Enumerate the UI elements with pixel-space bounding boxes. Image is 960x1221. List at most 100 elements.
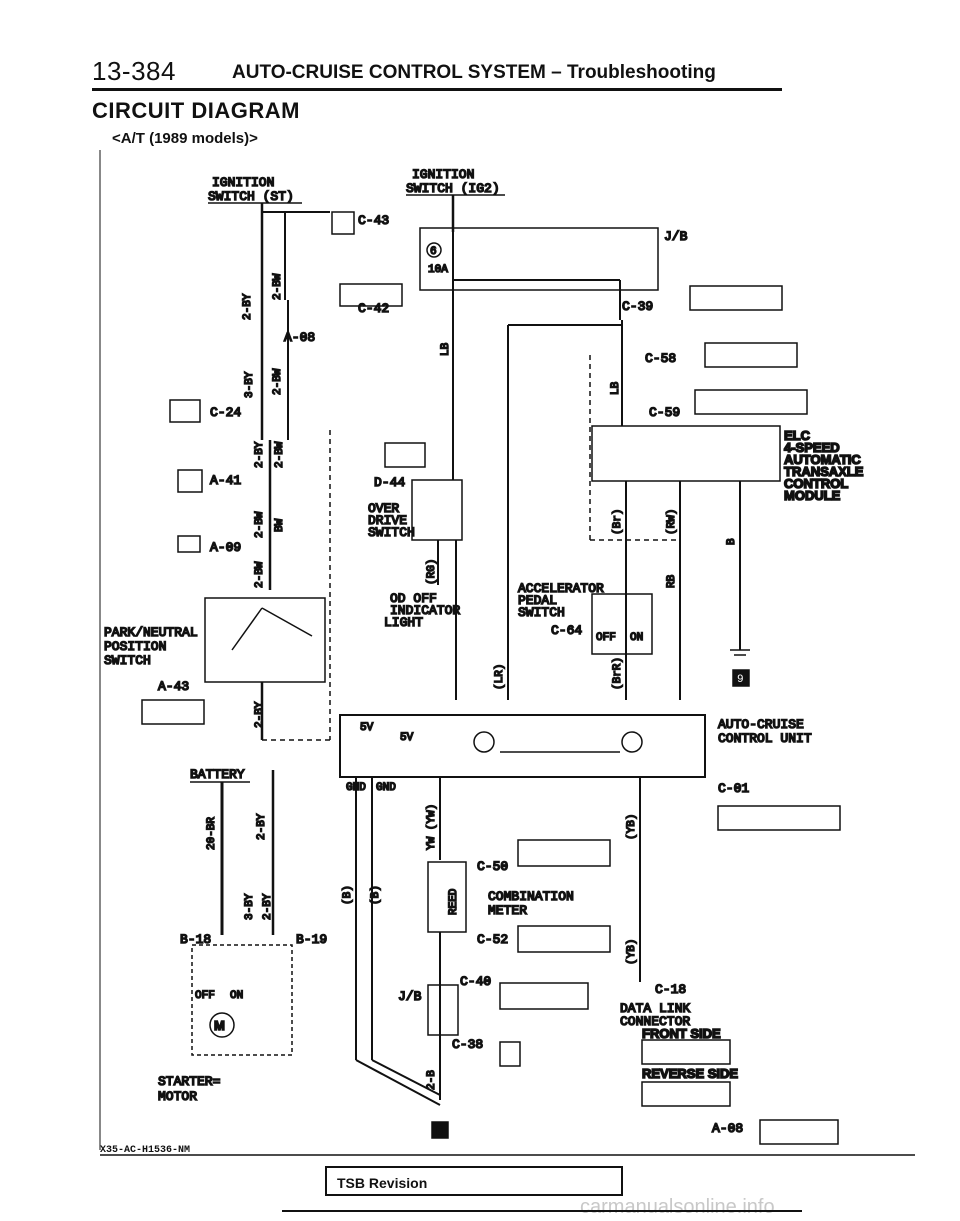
elc-label-2: 4-SPEED <box>784 440 840 455</box>
a08-label: A-08 <box>284 330 315 345</box>
fuse-rating: 10A <box>428 264 448 276</box>
pnp-label-2: POSITION <box>104 639 166 654</box>
connector-c24 <box>169 399 201 423</box>
fuse-number: 6 <box>430 246 437 258</box>
ground-6-number: 6 <box>436 1126 443 1138</box>
wire-label-13: 3-BY <box>244 893 256 920</box>
c52-label: C-52 <box>477 932 508 947</box>
c39-label: C-39 <box>622 299 653 314</box>
wire-label-10: 2-BY <box>254 701 266 728</box>
wire-label-11: 20-BR <box>206 817 218 850</box>
wire-label-yw: YW (YW) <box>426 804 438 850</box>
c01-label: C-01 <box>718 781 749 796</box>
lower-jb-box <box>427 984 459 1036</box>
accel-switch-box <box>591 593 653 655</box>
wire-label-7: 2-BW <box>254 511 266 538</box>
fuse-number-circle <box>426 242 442 258</box>
wire-label-yb-1: (YB) <box>626 814 638 840</box>
wire-label-3: 3-BY <box>244 371 256 398</box>
page-number: 13-384 <box>92 56 176 86</box>
a43-label: A-43 <box>158 679 189 694</box>
reverse-side-label: REVERSE SIDE <box>642 1066 738 1081</box>
ground-6-box <box>431 1121 449 1139</box>
acu-transistor-2 <box>621 731 643 753</box>
reed-label: REED <box>448 888 460 915</box>
starter-label-2: MOTOR <box>158 1089 197 1104</box>
starter-box <box>191 944 293 1056</box>
starter-off-label: OFF <box>195 990 215 1002</box>
lower-jb-label: J/B <box>398 989 422 1004</box>
connector-c52 <box>517 925 611 953</box>
wire-label-2: 2-BW <box>272 273 284 300</box>
wire-label-lr: (LR) <box>494 664 506 690</box>
header-rule <box>92 88 782 91</box>
connector-a09 <box>177 535 201 553</box>
jb-label: J/B <box>664 229 688 244</box>
connector-c43 <box>331 211 355 235</box>
c38-label: C-38 <box>452 1037 483 1052</box>
junction-block <box>419 227 659 291</box>
od-off-label-3: LIGHT <box>384 615 423 630</box>
starter-label-1: STARTER= <box>158 1074 221 1089</box>
wire-label-1: 2-BY <box>242 293 254 320</box>
pnp-label-1: PARK/NEUTRAL <box>104 625 198 640</box>
wire-label-rw: (RW) <box>666 509 678 535</box>
a41-label: A-41 <box>210 473 241 488</box>
wire-label-yb-2: (YB) <box>626 939 638 965</box>
connector-a41 <box>177 469 203 493</box>
ignition-st-label-2: SWITCH (ST) <box>208 189 294 204</box>
ground-9-number: 9 <box>737 674 744 686</box>
pnp-contact-2 <box>261 607 313 637</box>
elc-label-1: ELC <box>784 428 811 443</box>
b18-label: B-18 <box>180 932 211 947</box>
tsb-revision-box: TSB Revision <box>325 1166 623 1196</box>
overdrive-label-1: OVER <box>368 501 399 516</box>
overdrive-label-3: SWITCH <box>368 525 415 540</box>
pnp-switch-box <box>204 597 326 683</box>
elc-label-4: TRANSAXLE <box>784 464 864 479</box>
combination-meter-box <box>427 861 467 933</box>
od-off-label-1: OD OFF <box>390 591 437 606</box>
ignition-ig2-label: IGNITION <box>412 167 474 182</box>
pnp-label-3: SWITCH <box>104 653 151 668</box>
wire-label-2b: 2-B <box>426 1070 438 1090</box>
section-subtitle: <A/T (1989 models)> <box>112 130 258 147</box>
c43-label: C-43 <box>358 213 389 228</box>
page-header-title: AUTO-CRUISE CONTROL SYSTEM – Troubleshoo… <box>232 62 716 83</box>
connector-a43 <box>141 699 205 725</box>
starter-on-label: ON <box>230 990 243 1002</box>
connector-c58 <box>704 342 798 368</box>
section-title: CIRCUIT DIAGRAM <box>92 98 300 123</box>
accel-on-label: ON <box>630 632 643 644</box>
connector-c39 <box>689 285 783 311</box>
acu-5v-1: 5V <box>360 722 374 734</box>
c40-label: C-40 <box>460 974 491 989</box>
wire-label-5: 2-BY <box>254 441 266 468</box>
acu-box <box>339 714 706 778</box>
b19-label: B-19 <box>296 932 327 947</box>
connector-c50 <box>517 839 611 867</box>
connector-c59 <box>694 389 808 415</box>
wire-label-6: 2-BW <box>274 441 286 468</box>
wire-label-b-paren-2: (B) <box>370 885 382 905</box>
dlc-label-2: CONNECTOR <box>620 1014 690 1029</box>
c59-label: C-59 <box>649 405 680 420</box>
wire-label-rb: RB <box>666 574 678 588</box>
c24-label: C-24 <box>210 405 241 420</box>
connector-c38 <box>499 1041 521 1067</box>
elc-module-box <box>591 425 781 482</box>
watermark: carmanualsonline.info <box>580 1196 775 1218</box>
dlc-label-1: DATA LINK <box>620 1001 690 1016</box>
wire-label-lb2: LB <box>610 381 622 395</box>
figure-code: X35-AC-H1536-NM <box>100 1145 191 1156</box>
connector-c01 <box>717 805 841 831</box>
c64-label: C-64 <box>551 623 582 638</box>
connector-c42 <box>339 283 403 307</box>
wire-label-8: BW <box>274 518 286 532</box>
wire-label-br: (Br) <box>612 509 624 535</box>
pnp-contact-1 <box>231 607 263 651</box>
front-side-label: FRONT SIDE <box>642 1026 721 1041</box>
c18-label: C-18 <box>655 982 686 997</box>
od-off-label-2: INDICATOR <box>390 603 460 618</box>
